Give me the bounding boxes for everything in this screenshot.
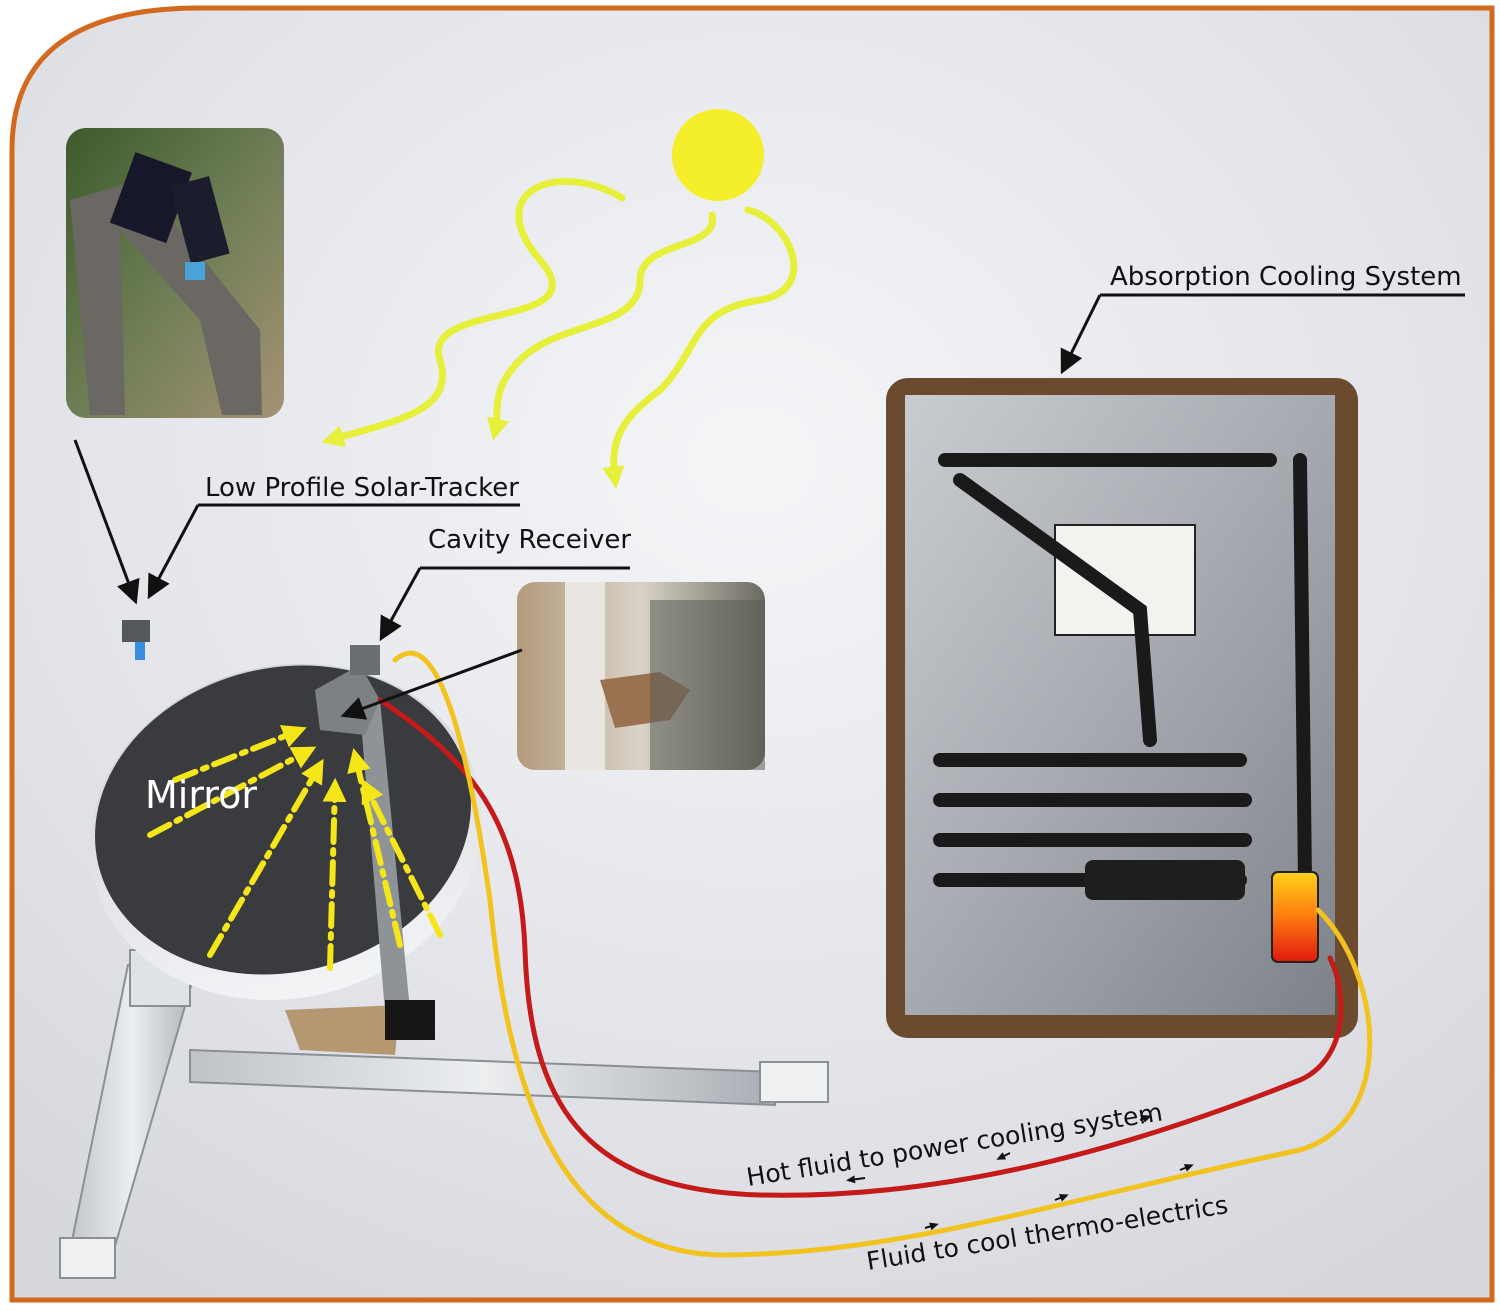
- hot-fluid-line: [377, 697, 1344, 1198]
- tracker-unit: [122, 620, 150, 660]
- focus-arrows: [147, 725, 443, 971]
- label-absorption: Absorption Cooling System: [1110, 262, 1462, 292]
- flow-arrows: [846, 1115, 1194, 1231]
- wavy-arrow-icon: [321, 177, 798, 489]
- absorption-cooling-photo: [886, 378, 1358, 1038]
- leader-lines: [73, 293, 1465, 720]
- sun-icon: [672, 109, 764, 201]
- cool-fluid-line: [392, 650, 1373, 1258]
- label-tracker: Low Profile Solar-Tracker: [205, 473, 519, 503]
- label-receiver: Cavity Receiver: [428, 525, 631, 555]
- label-mirror: Mirror: [145, 773, 257, 817]
- cavity-receiver-photo: [517, 582, 765, 770]
- fluid-lines: [377, 650, 1373, 1258]
- solar-tracker-photo: [66, 128, 284, 418]
